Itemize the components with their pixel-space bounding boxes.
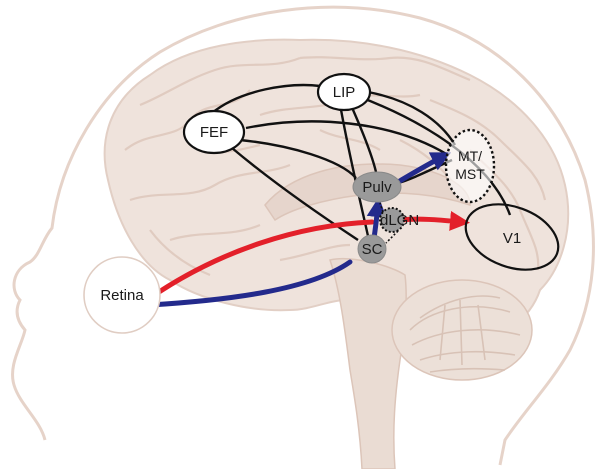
label-pulv: Pulv (362, 179, 392, 196)
edge-fef-mtmst (245, 120, 449, 157)
node-mt-mst: MT/ MST (444, 128, 496, 204)
label-retina: Retina (100, 287, 144, 304)
edge-lip-mtmst (367, 90, 457, 146)
label-lip: LIP (333, 84, 356, 101)
blue-pathway-retina-sc (147, 259, 353, 308)
edge-lip-pulv (348, 102, 378, 173)
node-sc: SC (357, 234, 387, 264)
node-fef: FEF (182, 109, 246, 155)
label-sc: SC (362, 241, 383, 258)
red-pathway-dlgn-v1 (397, 210, 470, 231)
node-pulv: Pulv (352, 171, 402, 203)
edge-fef-pulv (239, 138, 357, 179)
dlgn-links (379, 202, 399, 244)
label-fef: FEF (200, 124, 228, 141)
node-dlgn: dLGN (379, 207, 419, 233)
edge-fef-sc (231, 147, 359, 242)
red-pathway-retina-dlgn (147, 219, 375, 301)
label-dlgn: dLGN (380, 212, 419, 229)
blue-pathway-pulv-mtmst (395, 152, 452, 185)
label-mt: MT/ (458, 148, 482, 164)
label-v1: V1 (503, 230, 521, 247)
brainstem (329, 257, 407, 470)
node-v1: V1 (464, 203, 560, 271)
label-mst: MST (455, 166, 485, 182)
cerebellum (391, 279, 533, 381)
node-retina: Retina (83, 256, 161, 334)
edge-fef-lip (211, 83, 321, 114)
head-outline (11, 5, 595, 466)
node-lip: LIP (316, 72, 372, 112)
